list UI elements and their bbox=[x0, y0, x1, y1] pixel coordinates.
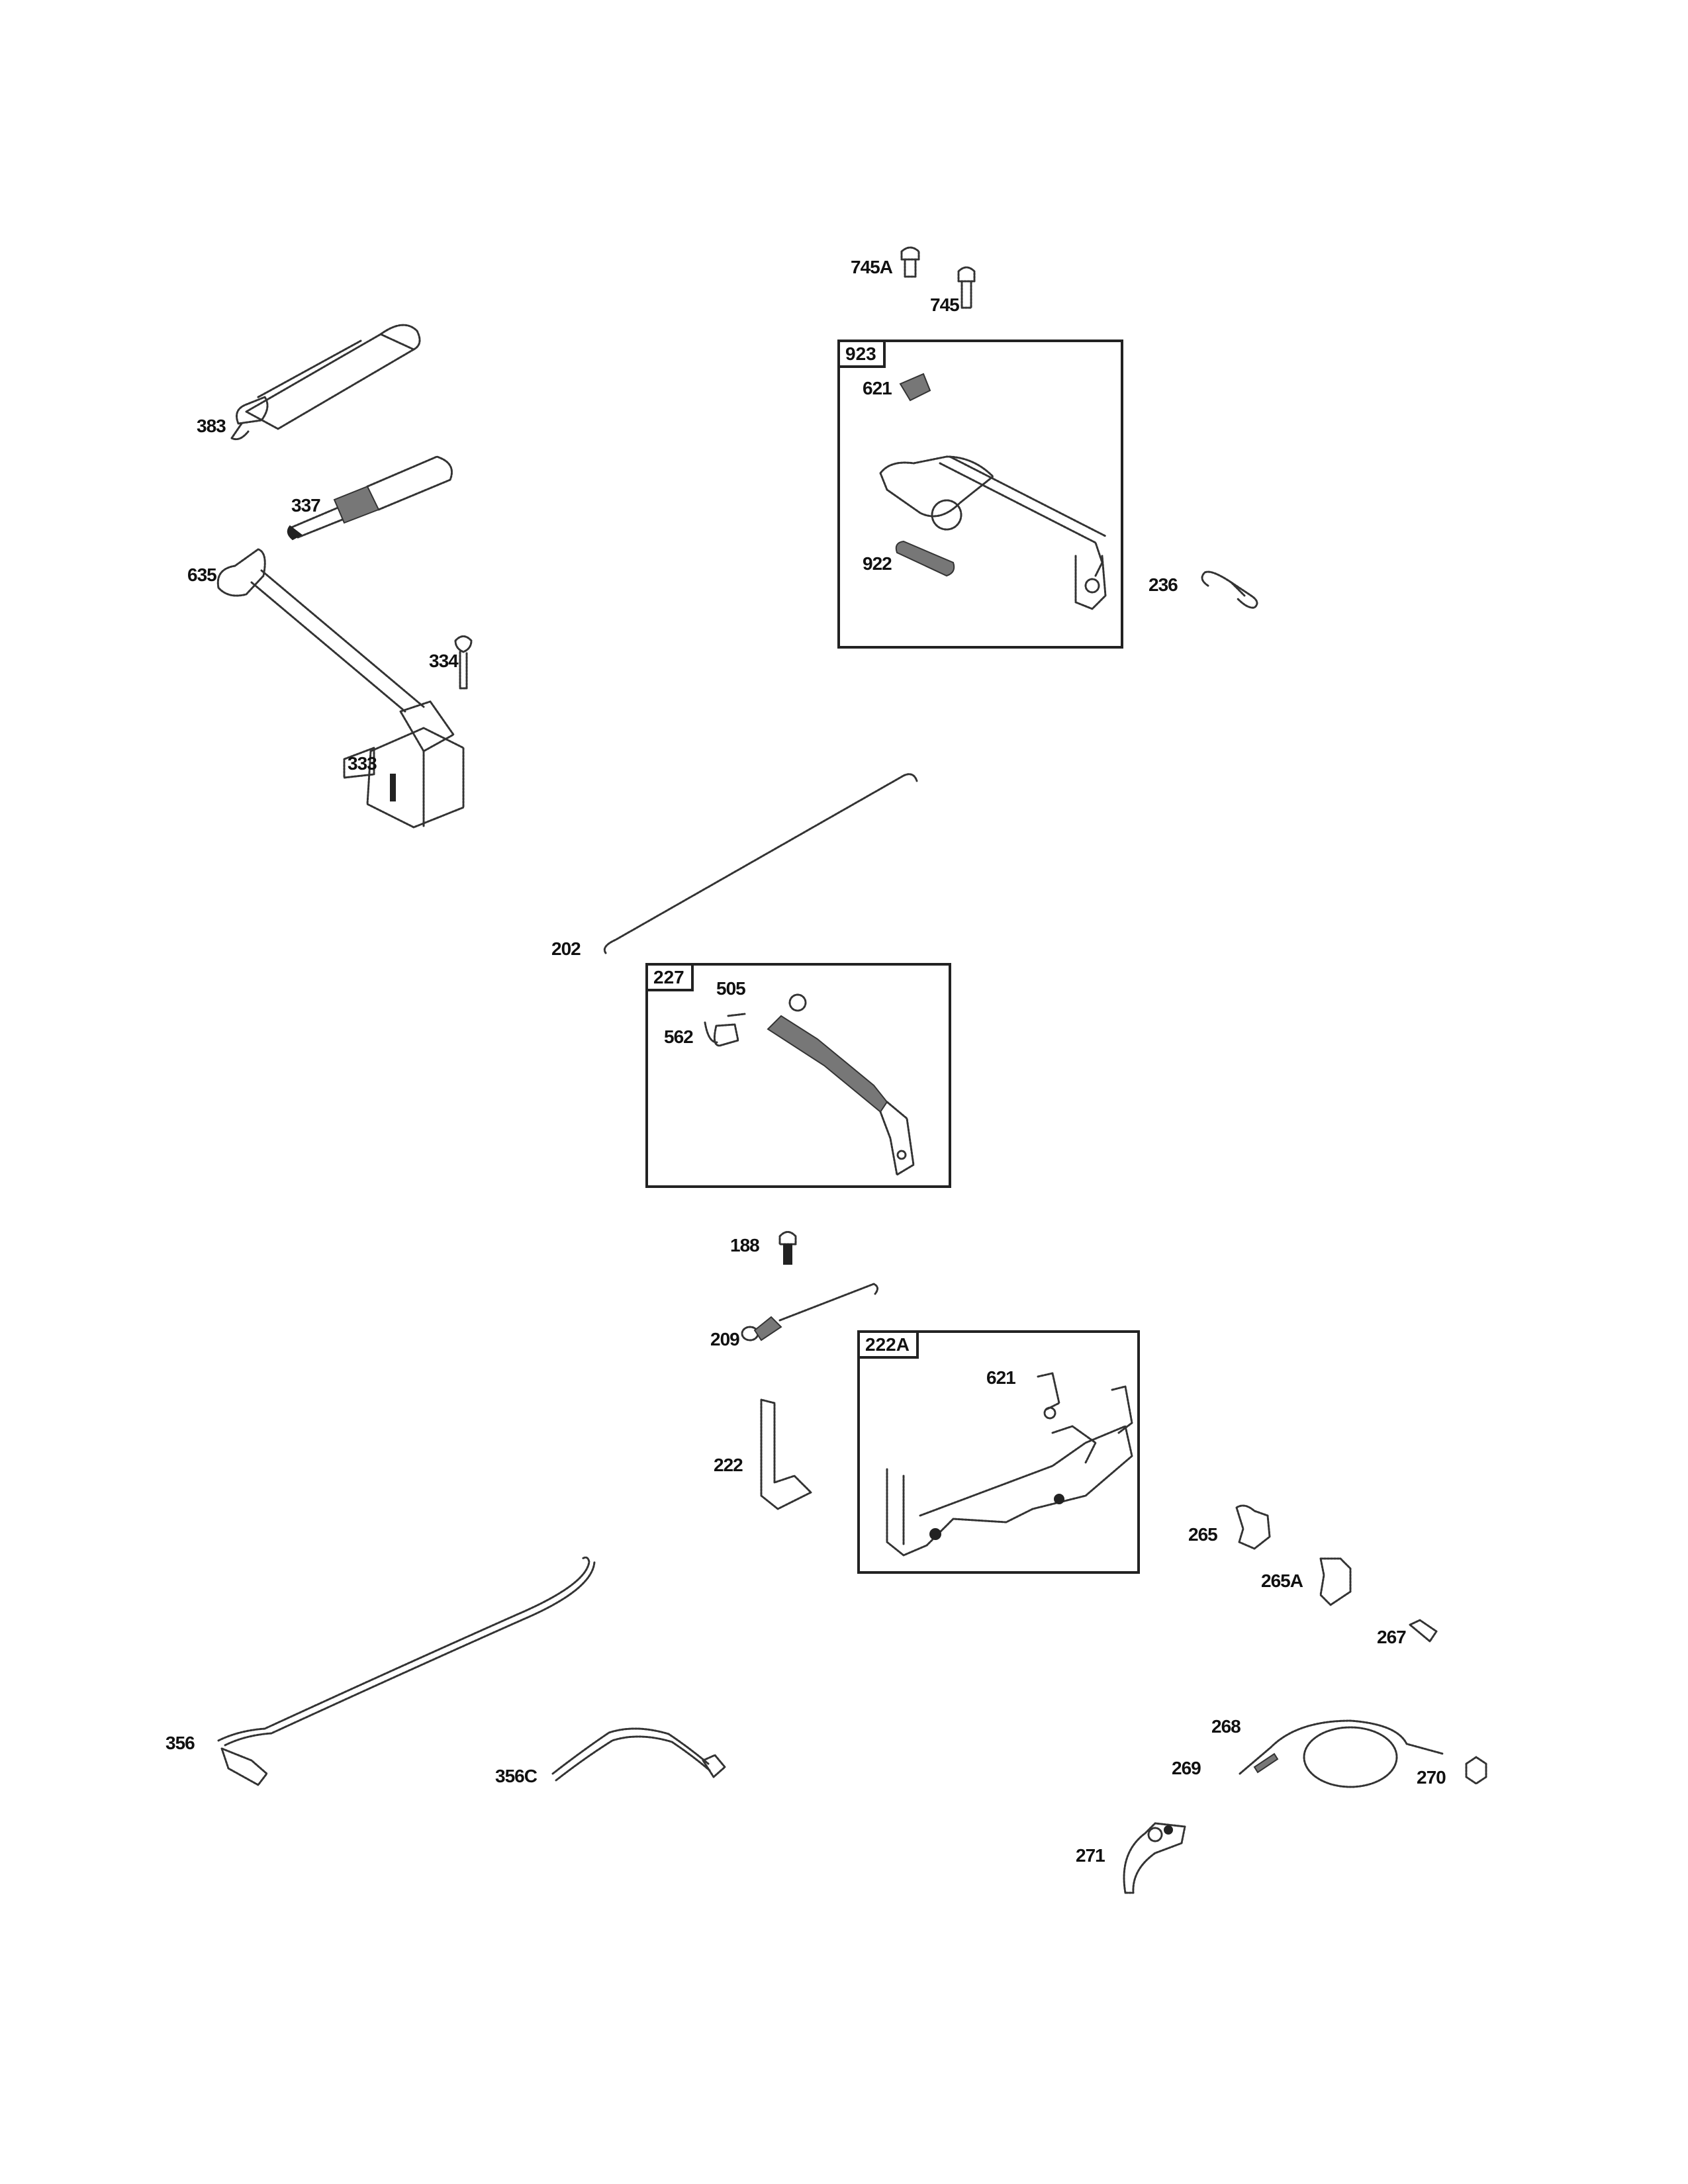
callout-745: 745 bbox=[930, 295, 960, 315]
kit-box-923: 923 bbox=[837, 340, 1123, 649]
callout-209: 209 bbox=[710, 1329, 740, 1349]
callout-236: 236 bbox=[1149, 574, 1178, 595]
kit-label-923: 923 bbox=[840, 342, 886, 368]
part-337-drawing bbox=[287, 455, 453, 541]
part-209-drawing bbox=[741, 1283, 878, 1342]
part-745A-drawing bbox=[900, 246, 920, 278]
callout-562: 562 bbox=[664, 1026, 694, 1047]
callout-356: 356 bbox=[165, 1733, 195, 1753]
kit-box-227: 227 bbox=[645, 963, 951, 1188]
callout-356C: 356C bbox=[495, 1766, 538, 1786]
callout-635: 635 bbox=[187, 565, 217, 585]
kit-label-227: 227 bbox=[648, 966, 694, 991]
callout-188: 188 bbox=[730, 1235, 760, 1255]
part-227-drawing bbox=[704, 993, 915, 1176]
callout-621-kit923: 621 bbox=[863, 378, 892, 398]
callout-268: 268 bbox=[1211, 1716, 1241, 1737]
callout-505: 505 bbox=[716, 978, 746, 999]
part-745-drawing bbox=[957, 266, 976, 309]
callout-745A: 745A bbox=[851, 257, 893, 277]
callout-271: 271 bbox=[1076, 1845, 1105, 1866]
part-188-drawing bbox=[778, 1231, 797, 1265]
part-635-333-drawing bbox=[216, 548, 465, 829]
callout-621-kit222A: 621 bbox=[986, 1367, 1016, 1388]
part-270-drawing bbox=[1465, 1756, 1487, 1785]
callout-269: 269 bbox=[1172, 1758, 1201, 1778]
part-383-drawing bbox=[230, 324, 421, 441]
part-356C-drawing bbox=[551, 1727, 726, 1782]
part-334-drawing bbox=[454, 635, 473, 690]
part-202-drawing bbox=[603, 773, 918, 954]
callout-383: 383 bbox=[197, 416, 226, 436]
callout-265: 265 bbox=[1188, 1524, 1218, 1545]
callout-202: 202 bbox=[551, 938, 581, 959]
callout-333: 333 bbox=[348, 753, 377, 774]
part-236-drawing bbox=[1201, 570, 1258, 609]
part-222A-drawing bbox=[886, 1372, 1133, 1557]
part-265A-drawing bbox=[1319, 1557, 1352, 1606]
kit-label-222A: 222A bbox=[860, 1333, 919, 1359]
part-268-269-drawing bbox=[1239, 1719, 1444, 1788]
callout-334: 334 bbox=[429, 651, 459, 671]
part-265-drawing bbox=[1235, 1504, 1271, 1550]
callout-270: 270 bbox=[1417, 1767, 1446, 1788]
part-356-drawing bbox=[217, 1556, 596, 1786]
callout-922: 922 bbox=[863, 553, 892, 574]
part-267-drawing bbox=[1409, 1619, 1438, 1643]
part-271-drawing bbox=[1123, 1822, 1186, 1894]
callout-267: 267 bbox=[1377, 1627, 1407, 1647]
callout-222: 222 bbox=[714, 1455, 743, 1475]
part-222-drawing bbox=[760, 1398, 812, 1510]
callout-265A: 265A bbox=[1261, 1570, 1303, 1591]
callout-337: 337 bbox=[291, 495, 321, 516]
part-923-drawing bbox=[879, 373, 1107, 610]
kit-box-222A: 222A bbox=[857, 1330, 1140, 1574]
